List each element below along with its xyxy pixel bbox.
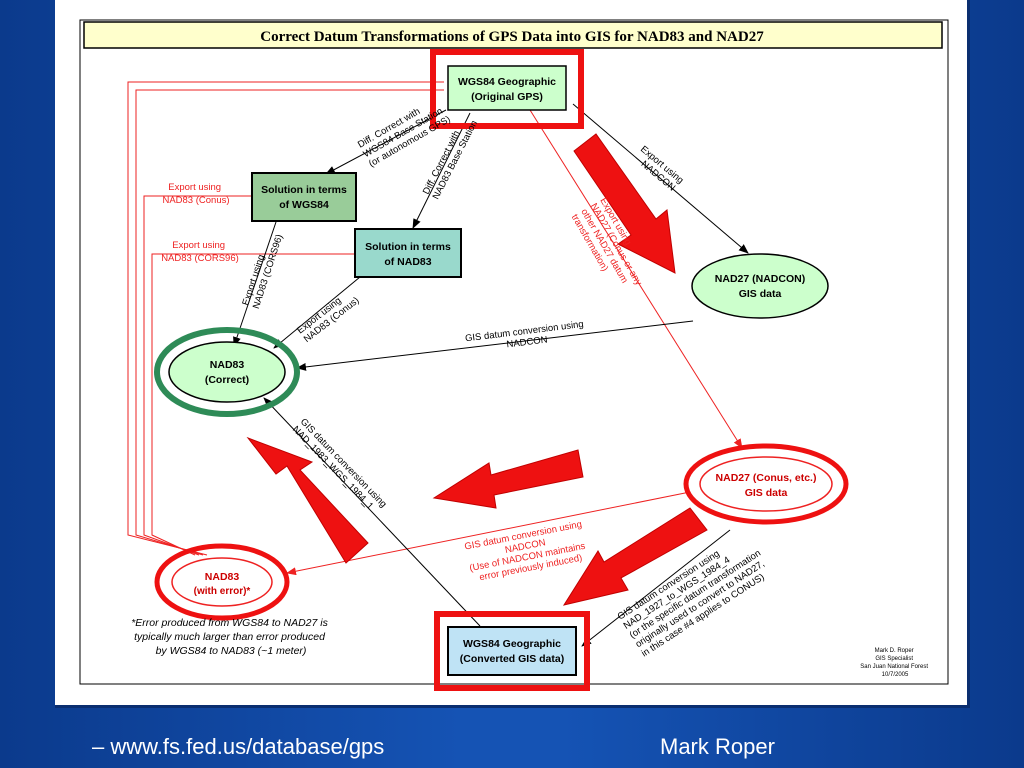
diagram-title: Correct Datum Transformations of GPS Dat… — [260, 29, 764, 45]
node-label: WGS84 Geographic — [458, 76, 556, 88]
highlight-ring-green — [154, 327, 300, 417]
black-arrows — [233, 103, 749, 647]
highlight-box-top — [430, 49, 584, 129]
footer-author: Mark Roper — [660, 734, 775, 759]
node-wgs84-original: WGS84 Geographic (Original GPS) — [430, 49, 584, 129]
node-label: of WGS84 — [279, 199, 329, 211]
node-nad27-nadcon: NAD27 (NADCON) GIS data — [691, 253, 829, 319]
node-label: (Correct) — [205, 374, 249, 386]
node-label: GIS data — [745, 487, 788, 499]
node-label: (Original GPS) — [471, 91, 543, 103]
node-label: of NAD83 — [384, 256, 431, 268]
node-wgs84-converted: WGS84 Geographic (Converted GIS data) — [434, 611, 590, 691]
node-label: NAD27 (Conus, etc.) — [716, 472, 817, 484]
highlight-ring-red — [683, 443, 849, 525]
node-solution-nad83: Solution in terms of NAD83 — [354, 228, 462, 278]
node-label: NAD27 (NADCON) — [715, 273, 805, 285]
highlight-box-bottom — [434, 611, 590, 691]
credit: Mark D. Roper GIS Specialist San Juan Na… — [860, 648, 929, 678]
highlight-ring-red — [154, 543, 290, 621]
footer-url[interactable]: – www.fs.fed.us/database/gps — [92, 734, 385, 759]
node-nad27-conus: NAD27 (Conus, etc.) GIS data — [683, 443, 849, 525]
block-arrow-up-left — [246, 436, 369, 564]
red-flow-lines — [127, 81, 743, 576]
node-nad83-correct: NAD83 (Correct) — [154, 327, 300, 417]
node-nad83-error: NAD83 (with error)* — [154, 543, 290, 621]
label-export-conus-red: Export using NAD83 (Conus) — [162, 182, 229, 206]
node-label: (Converted GIS data) — [460, 653, 564, 665]
node-label: Solution in terms — [261, 184, 347, 196]
label-export-cors-red: Export using NAD83 (CORS96) — [161, 240, 239, 264]
footnote: *Error produced from WGS84 to NAD27 is t… — [131, 617, 331, 657]
node-label: WGS84 Geographic — [463, 638, 561, 650]
node-label: GIS data — [739, 288, 782, 300]
block-arrow-left — [432, 449, 584, 509]
block-arrow-down-right — [573, 133, 676, 274]
node-label: NAD83 — [210, 359, 245, 371]
block-arrow-down-left — [562, 507, 708, 606]
node-label: (with error)* — [194, 586, 251, 597]
red-block-arrows — [246, 133, 708, 606]
title-bar: Correct Datum Transformations of GPS Dat… — [83, 21, 943, 49]
node-solution-wgs84: Solution in terms of WGS84 — [251, 172, 357, 222]
node-label: NAD83 — [205, 571, 240, 583]
node-label: Solution in terms — [365, 241, 451, 253]
